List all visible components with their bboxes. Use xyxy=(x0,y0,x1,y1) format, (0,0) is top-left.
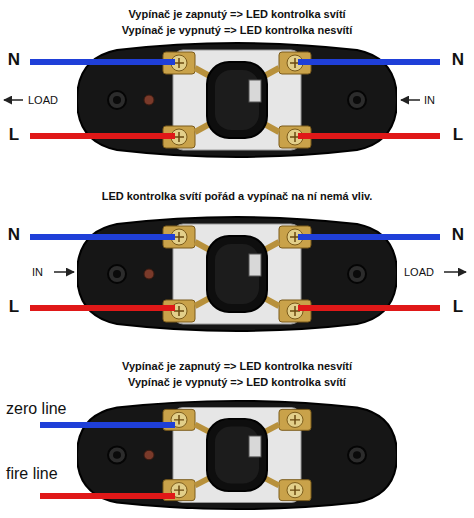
caption-text: Vypínač je zapnutý => LED kontrolka svít… xyxy=(128,8,345,20)
wire-label: fire line xyxy=(6,465,58,483)
direction-label: IN xyxy=(424,94,435,106)
direction-label: IN xyxy=(32,266,43,278)
caption-text: LED kontrolka svítí pořád a vypínač na n… xyxy=(102,190,373,202)
caption-text: Vypínač je vypnutý => LED kontrolka svít… xyxy=(128,376,346,388)
wire-label: L xyxy=(9,298,19,317)
wire-label: N xyxy=(8,226,20,245)
direction-label: LOAD xyxy=(28,94,58,106)
wire-label: L xyxy=(453,126,463,145)
wire-label: N xyxy=(452,226,464,245)
wire-label: L xyxy=(453,298,463,317)
caption-text: Vypínač je zapnutý => LED kontrolka nesv… xyxy=(122,360,352,372)
wire-label: N xyxy=(8,51,20,70)
wire-label: L xyxy=(9,126,19,145)
wire-label: N xyxy=(452,51,464,70)
caption-text: Vypínač je vypnutý => LED kontrolka nesv… xyxy=(122,24,353,36)
wire-label: zero line xyxy=(6,400,66,418)
direction-label: LOAD xyxy=(404,266,434,278)
